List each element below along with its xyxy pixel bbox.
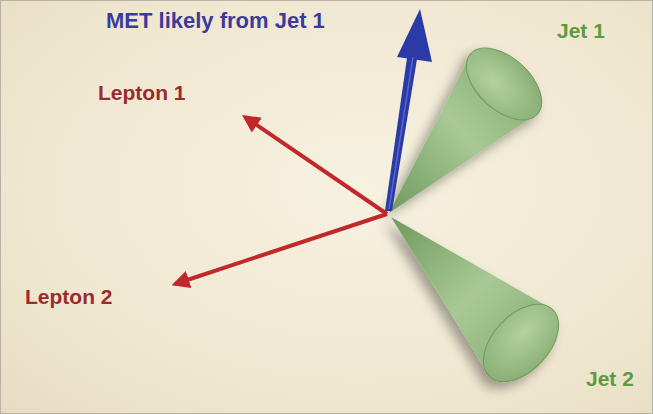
jet-label: Jet 2 [586, 367, 634, 390]
lepton-arrow [175, 214, 387, 284]
jet-cone [391, 217, 573, 396]
lepton-label: Lepton 2 [25, 285, 113, 308]
met-label: MET likely from Jet 1 [106, 9, 325, 33]
lepton-label: Lepton 1 [98, 81, 186, 104]
jet-label: Jet 1 [557, 19, 605, 42]
met-arrow [385, 9, 432, 211]
lepton-arrow [245, 117, 387, 214]
